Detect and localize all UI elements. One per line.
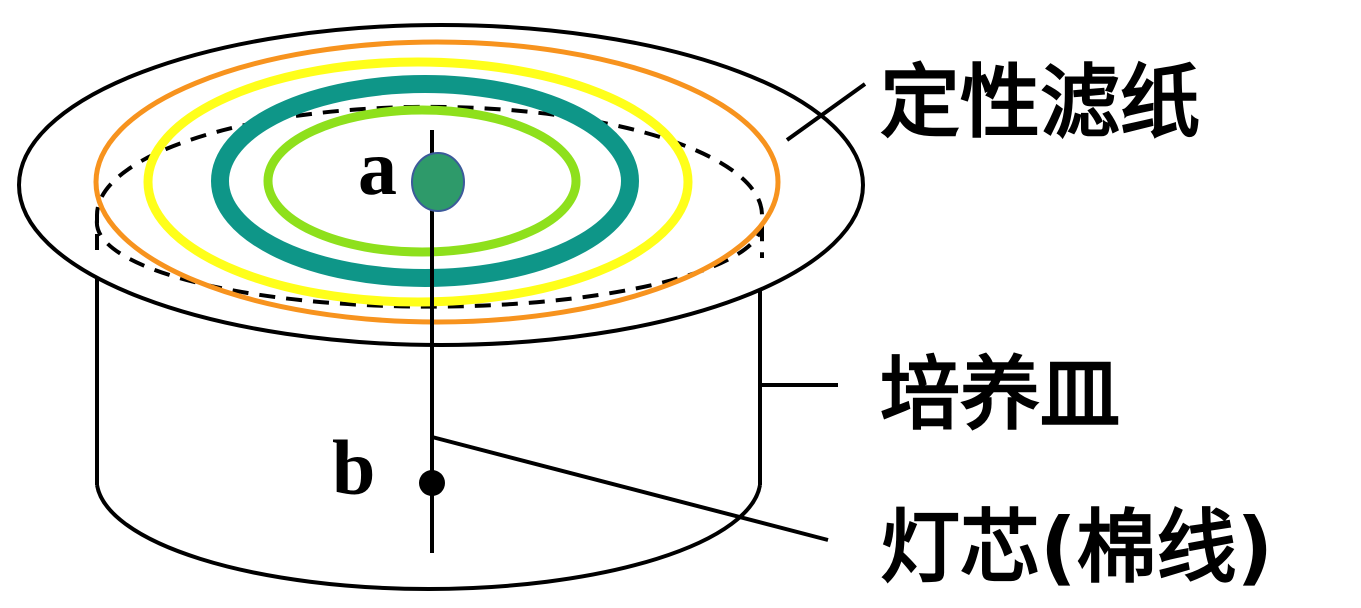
light-green-ring: [263, 105, 581, 257]
dark-teal-ring: [211, 75, 639, 287]
wick-callout-line: [431, 435, 829, 542]
sample-dot-a: [411, 152, 465, 212]
point-b-label: b: [332, 424, 375, 511]
point-a-label: a: [358, 124, 397, 211]
petri-dish-label: 培养皿: [880, 348, 1120, 441]
pigment-rings: [93, 39, 781, 325]
wick-label: 灯芯(棉线): [880, 501, 1273, 594]
dish-rim-dashed: [95, 104, 764, 258]
filter-paper-callout-line: [785, 82, 867, 142]
orange-ring: [93, 39, 781, 325]
point-b-dot: [419, 470, 445, 496]
dish-bottom-edge: [95, 484, 762, 591]
yellow-ring: [143, 57, 693, 307]
dish-rim-dashed-front: [94, 219, 764, 309]
filter-paper-label: 定性滤纸: [880, 56, 1200, 149]
